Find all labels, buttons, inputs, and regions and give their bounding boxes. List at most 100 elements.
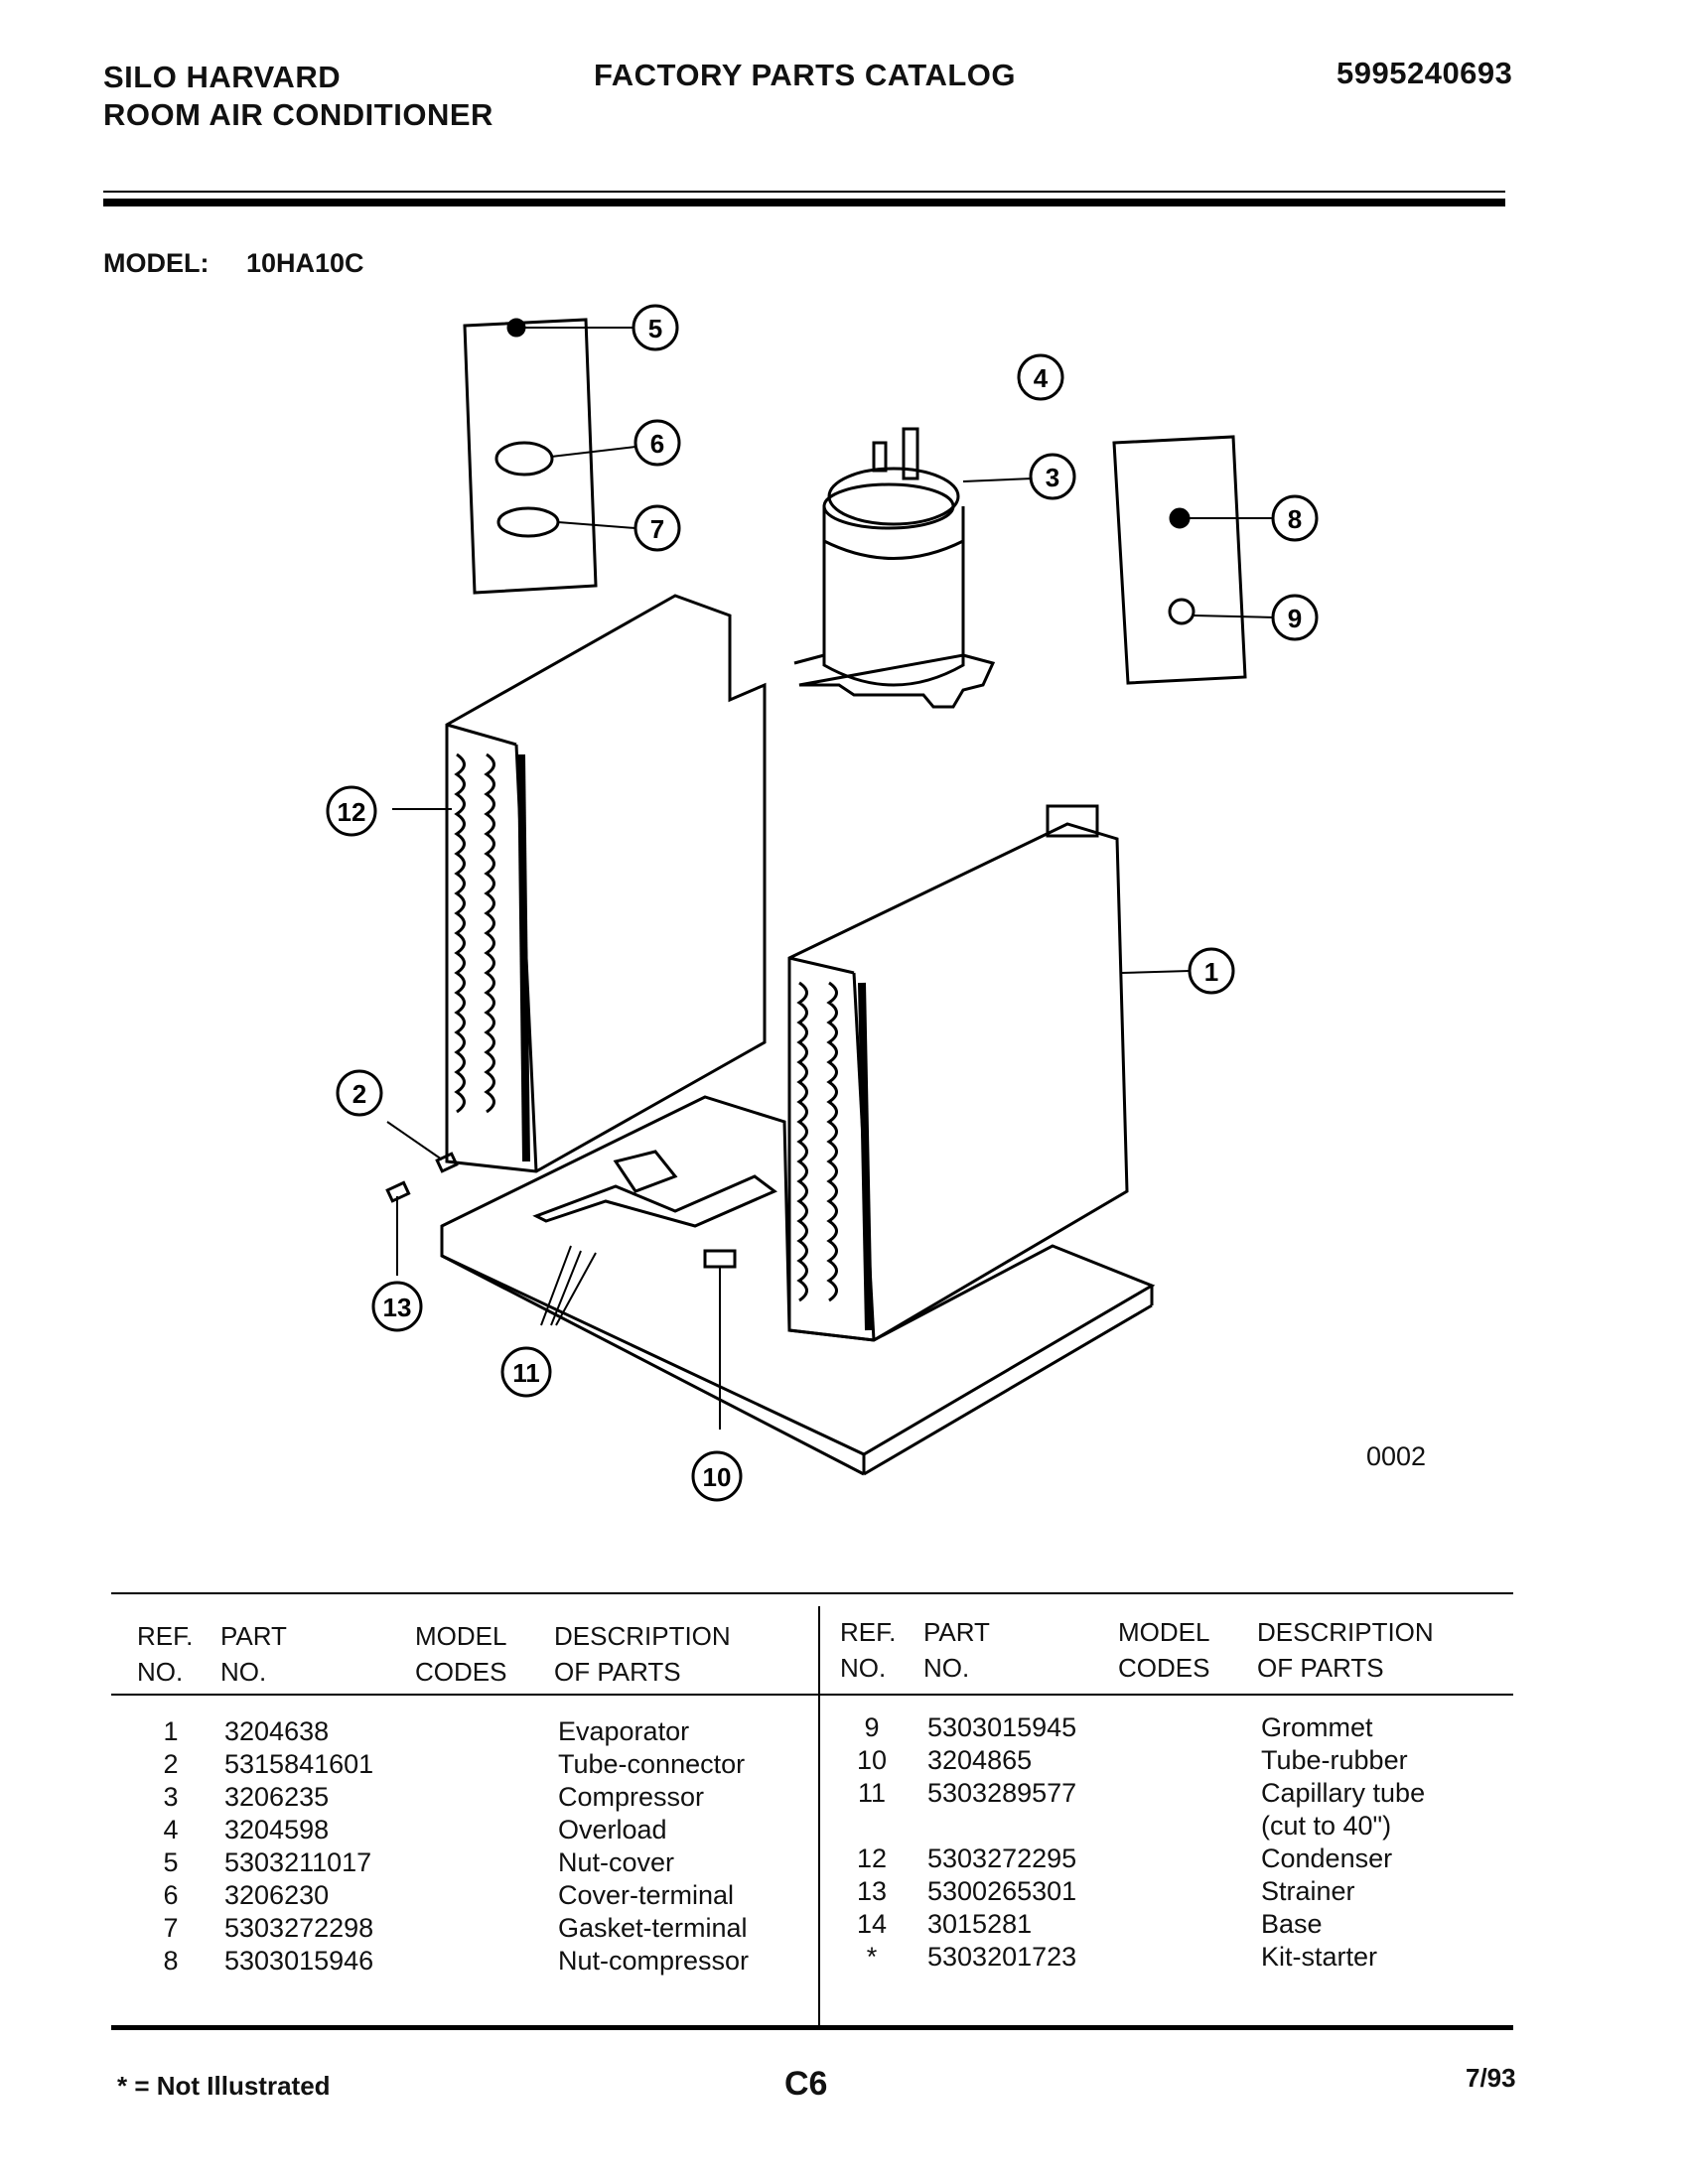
table-cell-part: 3015281 xyxy=(927,1909,1033,1939)
header-ref-right: REF. NO. xyxy=(840,1614,896,1686)
table-cell-ref: 5 xyxy=(163,1847,179,1877)
table-cell-ref: 13 xyxy=(856,1876,888,1906)
callout-9: 9 xyxy=(1271,594,1319,641)
diagram-code: 0002 xyxy=(1366,1441,1427,1471)
table-cell-desc: Evaporator xyxy=(558,1716,690,1746)
brand-line-2: ROOM AIR CONDITIONER xyxy=(103,97,493,132)
exploded-parts-diagram: 5 6 7 4 3 8 9 12 1 2 13 11 10 xyxy=(326,304,1319,1502)
header-part: PART NO. xyxy=(220,1618,287,1690)
table-cell-ref: 10 xyxy=(856,1745,888,1775)
table-cell-part: 3204598 xyxy=(224,1815,330,1844)
table-cell-part: 3206235 xyxy=(224,1782,330,1812)
callout-2-label: 2 xyxy=(352,1079,366,1109)
table-cell-desc: Nut-compressor xyxy=(558,1946,750,1976)
table-cell-part: 5303015945 xyxy=(927,1712,1077,1742)
callout-5-label: 5 xyxy=(648,314,662,343)
table-cell-ref: 12 xyxy=(856,1843,888,1873)
table-cell-ref: 6 xyxy=(163,1880,179,1910)
table-header-rule xyxy=(111,1694,1513,1696)
table-cell-ref: 7 xyxy=(163,1913,179,1943)
table-cell-desc: Nut-cover xyxy=(558,1847,675,1877)
table-cell-ref: 9 xyxy=(864,1712,880,1742)
table-cell-part: 5300265301 xyxy=(927,1876,1077,1906)
table-cell-desc: Strainer xyxy=(1261,1876,1355,1906)
callout-7-label: 7 xyxy=(650,514,664,544)
callout-11: 11 xyxy=(500,1346,552,1398)
header-rule-thin xyxy=(103,191,1505,193)
header-ref: REF. NO. xyxy=(137,1618,193,1690)
catalog-number: 5995240693 xyxy=(1336,56,1513,90)
callout-5: 5 xyxy=(632,304,679,351)
table-cell-desc: Overload xyxy=(558,1815,667,1844)
table-cell-part: 3204638 xyxy=(224,1716,330,1746)
table-cell-ref: * xyxy=(866,1942,878,1972)
header-desc-right-line1: DESCRIPTION xyxy=(1257,1617,1434,1647)
table-cell-part: 5303272298 xyxy=(224,1913,374,1943)
callout-10-label: 10 xyxy=(703,1462,732,1492)
callout-12-label: 12 xyxy=(338,797,366,827)
table-cell-part: 5303289577 xyxy=(927,1778,1077,1808)
compressor-drawing xyxy=(793,427,1034,709)
model-value: 10HA10C xyxy=(246,248,364,278)
header-ref-line2: NO. xyxy=(137,1657,184,1687)
table-cell-part: 3206230 xyxy=(224,1880,330,1910)
callout-8: 8 xyxy=(1271,494,1319,542)
callout-7: 7 xyxy=(633,504,681,552)
base-pan-drawing xyxy=(440,1095,1156,1476)
header-model-line2: CODES xyxy=(415,1657,507,1687)
callout-8-label: 8 xyxy=(1288,504,1302,534)
table-cell-desc: Tube-rubber xyxy=(1261,1745,1408,1775)
callout-6: 6 xyxy=(633,419,681,467)
header-part-right-line2: NO. xyxy=(923,1653,970,1683)
header-part-right-line1: PART xyxy=(923,1617,990,1647)
callout-13-label: 13 xyxy=(383,1293,412,1322)
grommet-panel xyxy=(1112,435,1247,685)
header-desc-line1: DESCRIPTION xyxy=(554,1621,731,1651)
condenser-coil-drawing xyxy=(392,594,767,1173)
table-top-rule xyxy=(111,1592,1513,1594)
header-model-right: MODEL CODES xyxy=(1118,1614,1209,1686)
table-cell-part: 3204865 xyxy=(927,1745,1033,1775)
header-ref-line1: REF. xyxy=(137,1621,194,1651)
table-cell-desc: Compressor xyxy=(558,1782,705,1812)
callout-4: 4 xyxy=(1017,353,1064,401)
header-ref-right-line1: REF. xyxy=(840,1617,897,1647)
table-cell-desc: (cut to 40") xyxy=(1261,1811,1392,1841)
table-cell-part: 5315841601 xyxy=(224,1749,374,1779)
model-label: MODEL: xyxy=(103,248,210,278)
table-cell-part: 5303015946 xyxy=(224,1946,374,1976)
table-cell-ref: 8 xyxy=(163,1946,179,1976)
header-model-line1: MODEL xyxy=(415,1621,507,1651)
header-part-line1: PART xyxy=(220,1621,287,1651)
header-model: MODEL CODES xyxy=(415,1618,506,1690)
header-model-right-line2: CODES xyxy=(1118,1653,1210,1683)
callout-10: 10 xyxy=(691,1450,743,1502)
table-cell-desc: Kit-starter xyxy=(1261,1942,1378,1972)
callout-3: 3 xyxy=(1029,453,1076,500)
table-cell-desc: Cover-terminal xyxy=(558,1880,735,1910)
table-cell-ref: 11 xyxy=(857,1778,887,1808)
terminal-parts-panel xyxy=(463,318,598,595)
evaporator-coil-drawing xyxy=(787,804,1191,1342)
table-cell-part: 5303201723 xyxy=(927,1942,1077,1972)
callout-6-label: 6 xyxy=(650,429,664,459)
footer-note: * = Not Illustrated xyxy=(117,2071,331,2101)
table-cell-ref: 14 xyxy=(856,1909,888,1939)
header-ref-right-line2: NO. xyxy=(840,1653,887,1683)
table-cell-desc: Gasket-terminal xyxy=(558,1913,748,1943)
table-cell-ref: 3 xyxy=(163,1782,179,1812)
page-number: C6 xyxy=(784,2065,828,2103)
header-part-right: PART NO. xyxy=(923,1614,990,1686)
header-model-right-line1: MODEL xyxy=(1118,1617,1210,1647)
table-bottom-rule xyxy=(111,2025,1513,2030)
table-cell-part: 5303272295 xyxy=(927,1843,1077,1873)
callout-3-label: 3 xyxy=(1046,463,1059,492)
table-cell-desc: Capillary tube xyxy=(1261,1778,1426,1808)
callout-9-label: 9 xyxy=(1288,604,1302,633)
callout-4-label: 4 xyxy=(1034,363,1049,393)
header-desc-right-line2: OF PARTS xyxy=(1257,1653,1384,1683)
table-cell-desc: Condenser xyxy=(1261,1843,1393,1873)
callout-2: 2 xyxy=(336,1069,383,1117)
footer-date: 7/93 xyxy=(1466,2063,1516,2093)
table-cell-desc: Base xyxy=(1261,1909,1323,1939)
